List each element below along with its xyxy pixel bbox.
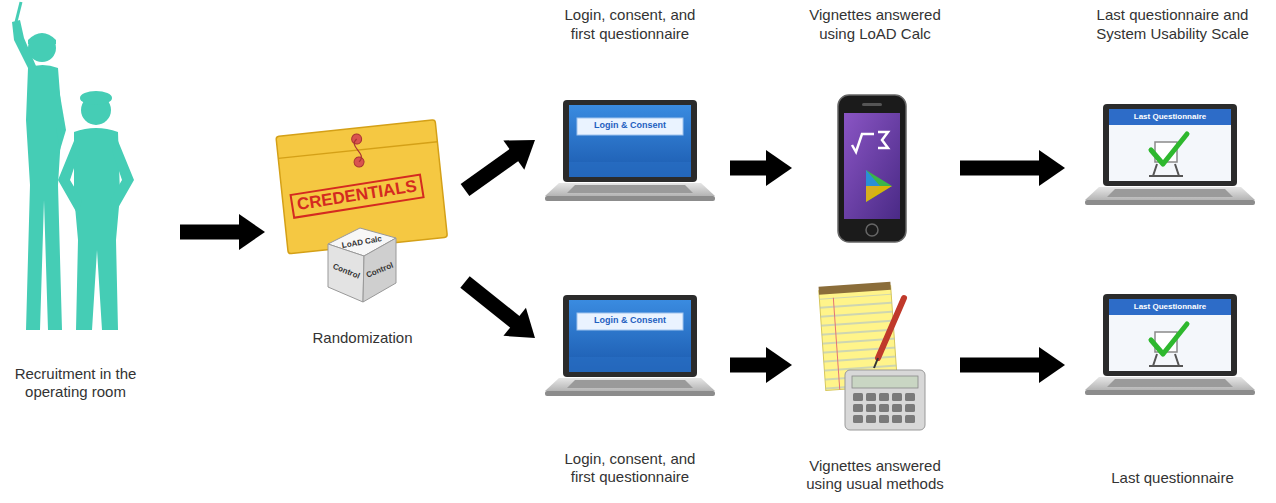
last-laptop	[1085, 294, 1255, 395]
arrow-head	[1039, 347, 1065, 383]
flow-arrow	[465, 140, 535, 190]
stage-caption: Last questionnaire	[1085, 469, 1260, 488]
flow-arrow	[960, 150, 1065, 186]
stage-caption: Randomization	[278, 329, 448, 348]
arrow-shaft	[960, 161, 1041, 176]
stage-node: Vignettes answered using usual methods	[800, 280, 950, 494]
stage-caption: Recruitment in the operating room	[3, 365, 148, 403]
arrow-head	[766, 150, 792, 186]
randomization-die	[328, 228, 396, 302]
flow-arrow	[960, 347, 1065, 383]
arrow-head	[503, 308, 535, 338]
stage-caption: Vignettes answered using LoAD Calc	[800, 6, 950, 44]
stage-node: Vignettes answered using LoAD Calc	[800, 6, 950, 244]
stage-node: Randomization	[270, 120, 455, 348]
stage-caption: Vignettes answered using usual methods	[800, 457, 950, 495]
arrow-head	[239, 214, 265, 250]
arrow-shaft	[465, 282, 516, 323]
screen-text: Login & Consent	[594, 121, 666, 131]
stage-caption: Login, consent, and first questionnaire	[555, 450, 705, 488]
flow-arrow	[180, 214, 265, 250]
stage-node: Last questionnaire	[1075, 290, 1270, 488]
stage-node: Login, consent, and first questionnaire	[540, 6, 720, 211]
arrow-head	[503, 140, 535, 170]
login-laptop	[545, 295, 715, 396]
arrow-head	[766, 347, 792, 383]
surgeon-silhouette	[58, 91, 134, 330]
login-laptop	[545, 100, 715, 201]
stage-node: Recruitment in the operating room	[3, 20, 148, 402]
stage-caption: Login, consent, and first questionnaire	[555, 6, 705, 44]
stage-caption: Last questionnaire and System Usability …	[1085, 6, 1260, 44]
flow-arrow	[465, 282, 535, 338]
screen-text: Last Questionnaire	[1134, 113, 1206, 122]
last-laptop	[1085, 104, 1255, 205]
arrow-shaft	[465, 154, 515, 190]
arrow-shaft	[730, 161, 768, 176]
flow-arrow	[730, 150, 792, 186]
pen	[874, 298, 904, 368]
smartphone	[838, 95, 906, 242]
stage-node: Last questionnaire and System Usability …	[1075, 6, 1270, 211]
nurse-silhouette	[12, 2, 66, 330]
arrow-shaft	[730, 358, 768, 373]
flow-arrow	[730, 347, 792, 383]
screen-text: Last Questionnaire	[1134, 303, 1206, 312]
arrow-head	[1039, 150, 1065, 186]
arrow-shaft	[960, 358, 1041, 373]
calculator	[845, 370, 925, 430]
screen-text: Login & Consent	[594, 316, 666, 326]
arrow-shaft	[180, 225, 241, 240]
